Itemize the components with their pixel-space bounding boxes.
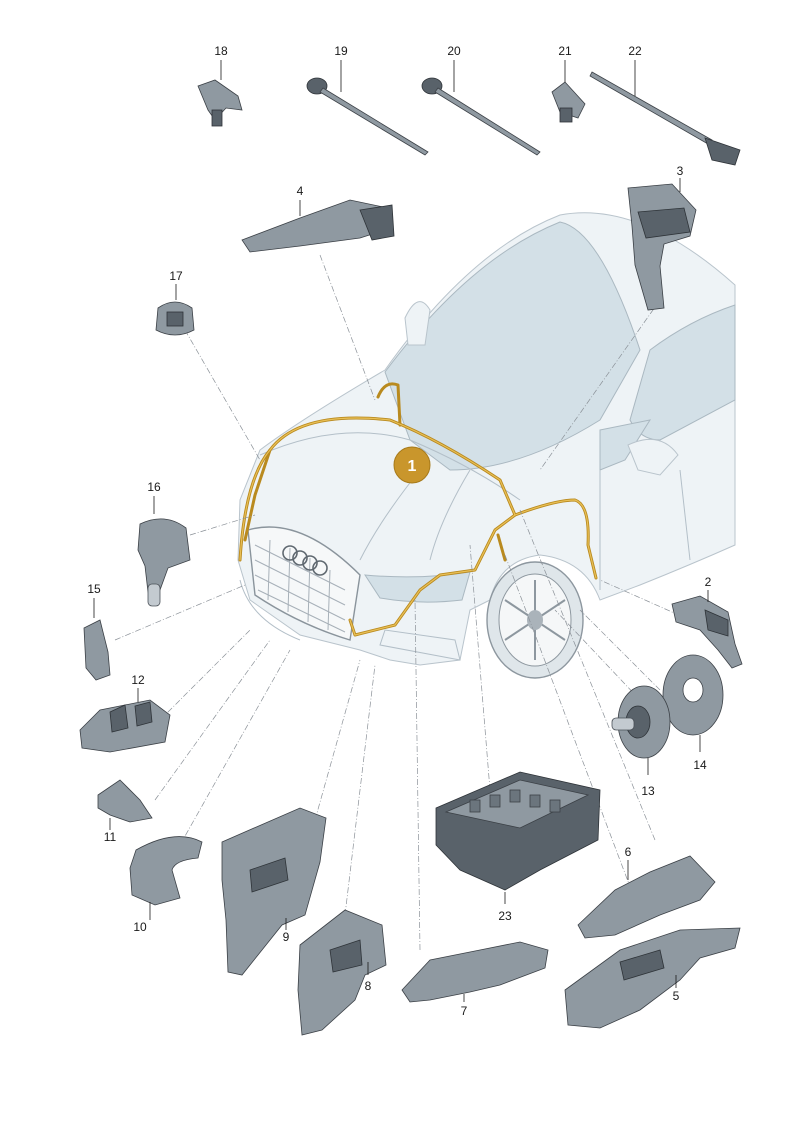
callout-6: 6 <box>625 845 632 859</box>
part-7[interactable]: 7 <box>401 941 549 1018</box>
main-callout-1[interactable]: 1 <box>393 446 431 484</box>
callout-18: 18 <box>214 44 228 58</box>
callout-21: 21 <box>558 44 572 58</box>
part-15[interactable]: 15 <box>83 582 111 681</box>
part-21[interactable]: 21 <box>551 44 586 123</box>
callout-17: 17 <box>169 269 183 283</box>
callout-16: 16 <box>147 480 161 494</box>
callout-10: 10 <box>133 920 147 934</box>
part-14[interactable]: 14 <box>662 654 724 772</box>
part-13[interactable]: 13 <box>611 685 671 798</box>
part-18[interactable]: 18 <box>197 44 243 127</box>
callout-4: 4 <box>297 184 304 198</box>
wiring-harness <box>238 382 598 637</box>
part-10[interactable]: 10 <box>129 836 203 934</box>
callout-2: 2 <box>705 575 712 589</box>
callout-11: 11 <box>104 830 117 844</box>
callout-3: 3 <box>677 164 684 178</box>
callout-20: 20 <box>447 44 461 58</box>
part-17[interactable]: 17 <box>155 269 195 336</box>
part-8[interactable]: 8 <box>297 909 387 1036</box>
part-4[interactable]: 4 <box>241 184 395 253</box>
part-22[interactable]: 22 <box>589 44 741 166</box>
part-5[interactable]: 5 <box>564 927 741 1029</box>
part-20[interactable]: 20 <box>421 44 541 156</box>
callout-13: 13 <box>641 784 655 798</box>
callout-9: 9 <box>283 930 290 944</box>
part-19[interactable]: 19 <box>306 44 429 156</box>
callout-7: 7 <box>461 1004 468 1018</box>
part-12[interactable]: 12 <box>79 673 171 753</box>
part-6[interactable]: 6 <box>577 845 716 939</box>
part-11[interactable]: 11 <box>97 779 153 844</box>
part-3[interactable]: 3 <box>627 164 697 311</box>
part-9[interactable]: 9 <box>221 807 327 976</box>
callout-22: 22 <box>628 44 642 58</box>
part-16[interactable]: 16 <box>137 480 191 607</box>
main-callout-label: 1 <box>408 458 417 475</box>
callout-5: 5 <box>673 989 680 1003</box>
callout-12: 12 <box>131 673 145 687</box>
callout-15: 15 <box>87 582 101 596</box>
part-2[interactable]: 2 <box>671 575 743 669</box>
callout-23: 23 <box>498 909 512 923</box>
callout-8: 8 <box>365 979 372 993</box>
car-illustration <box>237 212 736 679</box>
leader-lines <box>114 254 691 951</box>
part-23[interactable]: 23 <box>435 771 601 923</box>
callout-19: 19 <box>334 44 348 58</box>
callout-14: 14 <box>693 758 707 772</box>
